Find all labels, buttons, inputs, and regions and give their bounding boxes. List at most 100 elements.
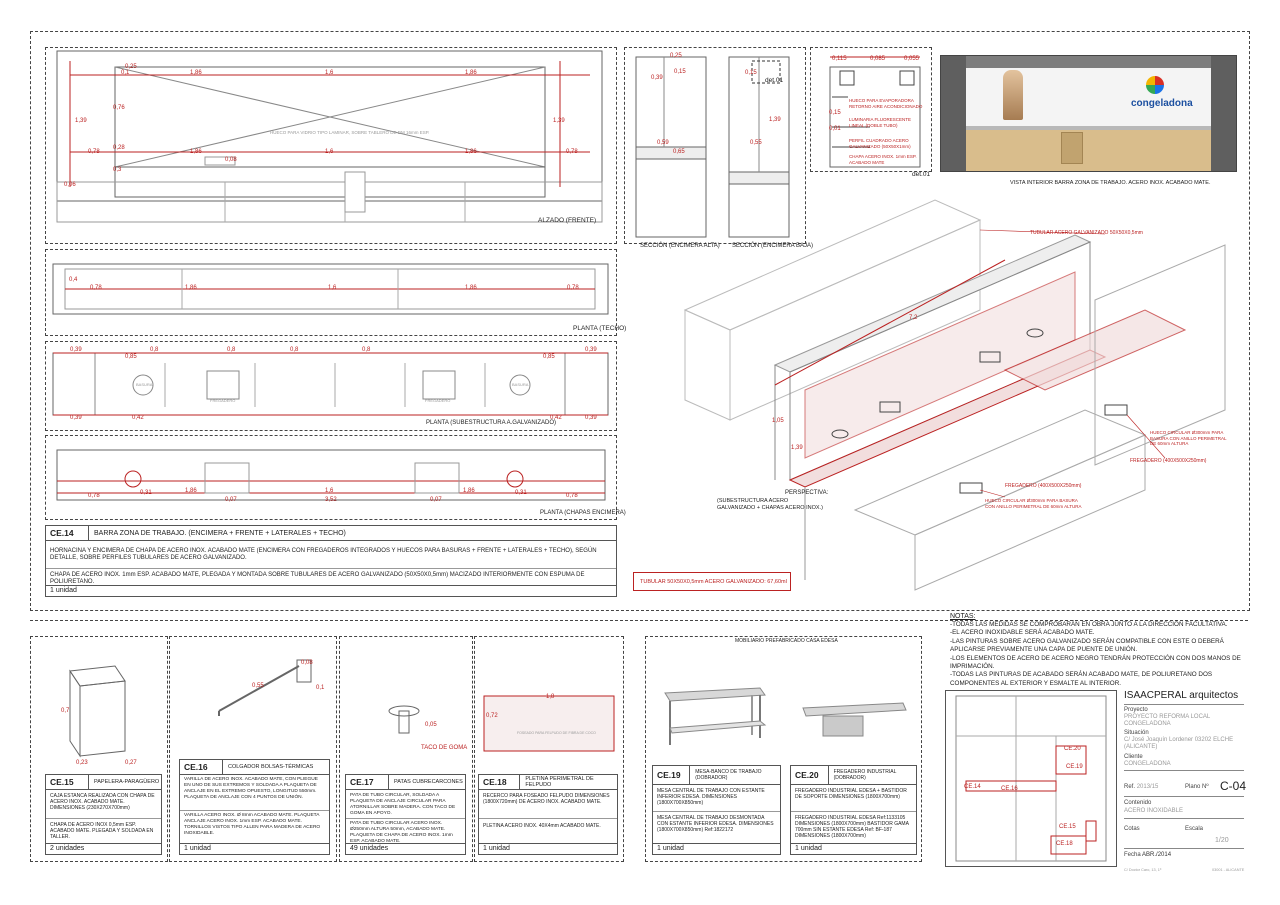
dim-label: 0,05	[425, 722, 437, 728]
planta-sub-panel	[45, 341, 617, 431]
dim-label: 1,86	[465, 285, 477, 291]
basura-label: BASURA	[512, 382, 529, 387]
fregadero-label: FREGADERO	[425, 398, 451, 403]
dim-label: 0,055	[904, 56, 920, 62]
seccion-alta-caption: SECCIÓN (ENCIMERA ALTA)	[640, 243, 720, 249]
cliente-key: Cliente	[1124, 754, 1143, 760]
proyecto-key: Proyecto	[1124, 707, 1148, 713]
dim-label: 0,42	[550, 415, 562, 421]
dim-label: 0,78	[566, 149, 578, 155]
lower-divider	[30, 620, 1248, 621]
card-spec: PLETINA ACERO INOX. 40X4mm ACABADO MATE.	[483, 823, 601, 829]
dim-label: 0,39	[70, 415, 82, 421]
card-spec: VARILLA ACERO INOX. Ø 8mm ACABADO MATE. …	[184, 813, 321, 836]
dim-label: 0,85	[543, 354, 555, 360]
dim-label: 0,55	[252, 683, 264, 689]
plano-number: C-04	[1220, 779, 1247, 793]
card-title: MESA-BANCO DE TRABAJO (DOBRADOR)	[695, 769, 762, 781]
alzado-panel	[45, 47, 617, 244]
hueco-note: HUECO PARA VIDRIO TIPO LAMINAR, SOBRE TA…	[270, 130, 430, 135]
ce17-drawing	[388, 705, 420, 734]
det01-drawing	[829, 56, 921, 168]
dim-label: 0,27	[125, 760, 137, 766]
dim-label: 0,78	[90, 285, 102, 291]
dim-label: 3,52	[325, 497, 337, 503]
dim-label: 0,78	[567, 285, 579, 291]
fregadero-label: FREGADERO (400X500X250mm)	[1005, 483, 1082, 489]
worker-figure	[1003, 70, 1023, 120]
footer-city: 03001 - ALICANTE	[1212, 868, 1245, 872]
dim-label: 0,31	[515, 490, 527, 496]
dim-label: 7,2	[909, 315, 918, 321]
keyplan-label: CE.18	[1056, 841, 1073, 847]
card-spec: FREGADERO INDUSTRIAL EDESA Ref:1133105 D…	[795, 815, 909, 839]
situacion-value: C/ José Joaquín Lordener 03202 ELCHE (AL…	[1124, 737, 1234, 750]
ce19-card: CE.19 MESA-BANCO DE TRABAJO (DOBRADOR) M…	[652, 765, 781, 855]
card-qty: 1 unidad	[653, 843, 780, 854]
card-code: CE.19	[653, 766, 691, 784]
ce18-drawing	[483, 695, 615, 752]
planta-chapas-drawing	[56, 449, 606, 501]
card-frame-ce18	[474, 636, 624, 862]
dim-label: 0,65	[673, 149, 685, 155]
card-qty: 1 unidad	[479, 843, 617, 854]
dim-label: 0,06	[64, 182, 76, 188]
dim-label: 0,78	[566, 493, 578, 499]
card-desc: RECERCO PARA FOSEADO FELPUDO DIMENSIONES…	[483, 793, 610, 805]
dim-label: 0,39	[651, 75, 663, 81]
plano-key: Plano Nº	[1185, 784, 1209, 790]
planta-chapas-caption: PLANTA (CHAPAS ENCIMERA)	[540, 510, 626, 516]
note-item: -TODAS LAS MEDIDAS SE COMPROBARÁN EN OBR…	[950, 621, 1228, 628]
card-code: CE.16	[180, 760, 223, 774]
dim-label: 1,86	[190, 70, 202, 76]
det-note: HUECO PARA EVAPORADORA RETORNO AIRE ACON…	[849, 98, 923, 109]
card-qty: 1 unidad	[791, 843, 916, 854]
cliente-value: CONGELADONA	[1124, 761, 1171, 767]
ce15-drawing	[69, 665, 126, 758]
dim-label: 0,8	[290, 347, 299, 353]
vista-interior-caption: VISTA INTERIOR BARRA ZONA DE TRABAJO. AC…	[1010, 180, 1211, 186]
ce20-card: CE.20 FREGADERO INDUSTRIAL (DOBRADOR) FR…	[790, 765, 917, 855]
escala-key: Escala	[1185, 826, 1204, 832]
planta-sub-drawing	[52, 352, 609, 416]
card-qty: 1 unidad	[180, 843, 329, 854]
card-qty: 2 unidades	[46, 843, 161, 854]
brand-logo-icon	[1146, 76, 1164, 94]
fregadero-label: FREGADERO	[210, 398, 236, 403]
card-qty: 49 unidades	[346, 843, 465, 854]
dim-label: 1,39	[553, 118, 565, 124]
dim-label: 0,08	[225, 157, 237, 163]
dim-label: 0,07	[225, 497, 237, 503]
dim-label: 1,6	[328, 285, 337, 291]
card-spec: CHAPA DE ACERO INOX 0,5mm ESP. ACABADO M…	[50, 822, 154, 840]
contenido-key: Contenido	[1124, 800, 1152, 806]
dim-label: 0,39	[585, 415, 597, 421]
dim-label: 1,05	[772, 418, 784, 424]
brand-text: congeladona	[1131, 98, 1193, 109]
card-spec: MESA CENTRAL DE TRABAJO DESMONTADA CON E…	[657, 815, 774, 833]
ce17-card: CE.17 PATAS CUBRECARCONES PATA DE TUBO C…	[345, 774, 466, 855]
tubular-box: TUBULAR 50X50X0,5mm ACERO GALVANIZADO: 6…	[633, 572, 791, 591]
notes-block: NOTAS: -TODAS LAS MEDIDAS SE COMPROBARÁN…	[950, 613, 1245, 688]
card-title: FREGADERO INDUSTRIAL (DOBRADOR)	[833, 769, 897, 781]
perspective-drawing	[683, 199, 1226, 591]
ref-key: Ref.	[1124, 784, 1136, 790]
dim-label: 0,76	[113, 105, 125, 111]
card-code: CE.17	[346, 775, 389, 789]
fecha-key: Fecha	[1124, 852, 1141, 858]
cotas-key: Cotas	[1124, 826, 1140, 832]
ce15-card: CE.15 PAPELERA-PARAGÜERO CAJA ESTANCA RE…	[45, 774, 162, 855]
note-item: -TODAS LAS PINTURAS DE ACABADO SERÁN ACA…	[950, 671, 1213, 687]
dim-label: 1,6	[325, 70, 334, 76]
card-desc: HORNACINA Y ENCIMERA DE CHAPA DE ACERO I…	[50, 548, 597, 561]
dim-label: 0,1	[316, 685, 325, 691]
dim-label: 0,115	[832, 56, 847, 62]
dim-label: 0,23	[76, 760, 88, 766]
dim-label: 1,39	[769, 117, 781, 123]
dim-label: 0,085	[870, 56, 886, 62]
keyplan-label: CE.19	[1066, 764, 1083, 770]
dim-label: 0,3	[113, 167, 122, 173]
ref-value: 2013/15	[1136, 784, 1159, 790]
dim-label: 0,85	[125, 354, 137, 360]
dim-label: 0,15	[829, 110, 841, 116]
